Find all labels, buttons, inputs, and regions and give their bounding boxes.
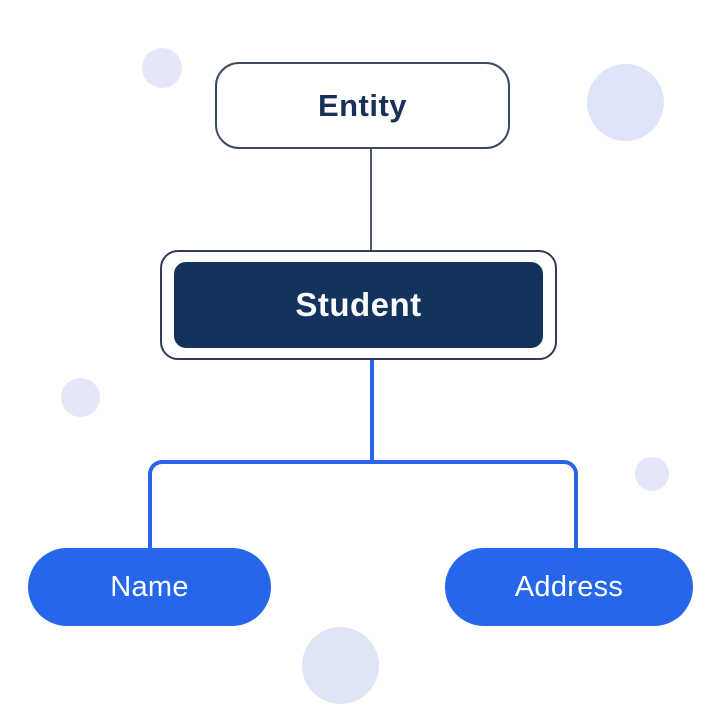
- attribute-name-label: Name: [110, 570, 189, 603]
- branch-connector: [148, 460, 578, 550]
- attribute-node-address: Address: [445, 548, 693, 626]
- attribute-node-name: Name: [28, 548, 271, 626]
- decorative-circle: [302, 627, 379, 704]
- decorative-circle: [587, 64, 664, 141]
- student-node-plate: Student: [174, 262, 543, 348]
- decorative-circle: [635, 457, 669, 491]
- entity-node-label: Entity: [317, 87, 408, 123]
- student-node-label: Student: [295, 286, 422, 323]
- decorative-circle: [61, 378, 100, 417]
- entity-node: Entity: [215, 62, 510, 149]
- attribute-address-label: Address: [514, 570, 624, 603]
- connector-student-branch: [370, 360, 374, 464]
- decorative-circle: [142, 48, 182, 88]
- student-node: Student: [160, 250, 557, 360]
- connector-entity-student: [370, 149, 372, 251]
